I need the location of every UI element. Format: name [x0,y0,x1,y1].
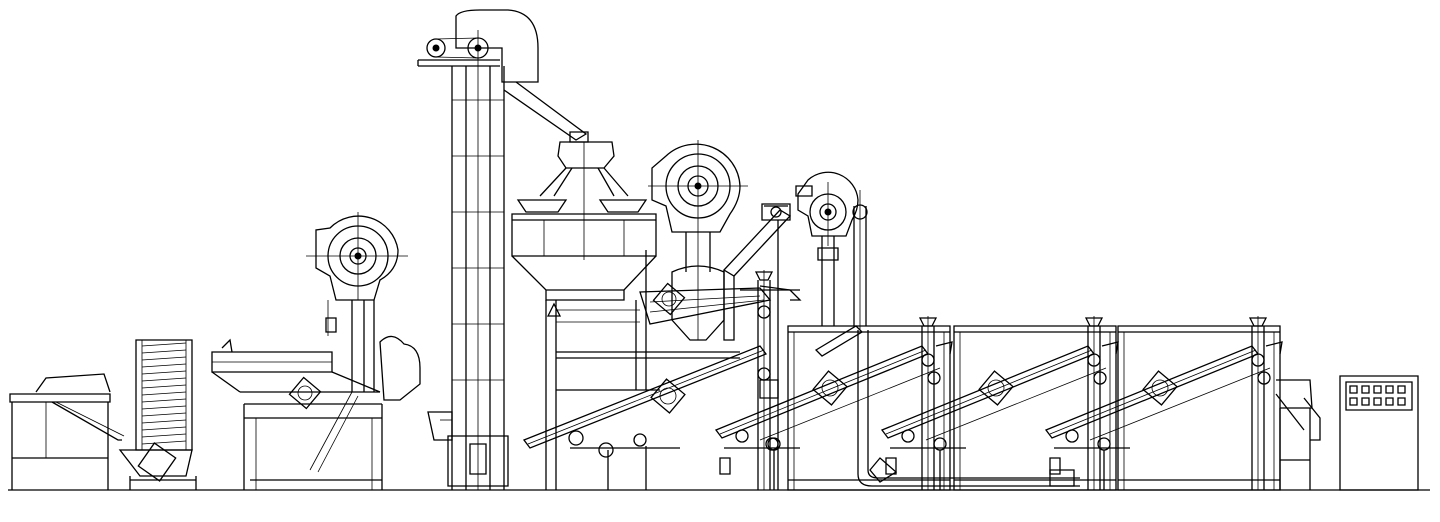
grading-unit-1 [716,316,952,490]
discharge-bin [1276,380,1320,490]
grading-units [716,316,1282,490]
screen-unit-1 [212,212,420,490]
grading-unit-2 [882,316,1118,490]
feed-hopper [10,374,124,490]
bucket-elevator [418,10,588,490]
grading-unit-3 [1046,316,1282,490]
stacked-elevator [120,340,196,490]
screen-unit-2 [640,140,800,340]
control-cabinet [1340,376,1418,490]
central-sorter [512,142,740,490]
inter-unit-elevator [724,204,790,490]
fan-3 [796,172,867,356]
bottom-return-duct [858,330,1080,486]
inclined-conveyor-1 [524,346,766,490]
